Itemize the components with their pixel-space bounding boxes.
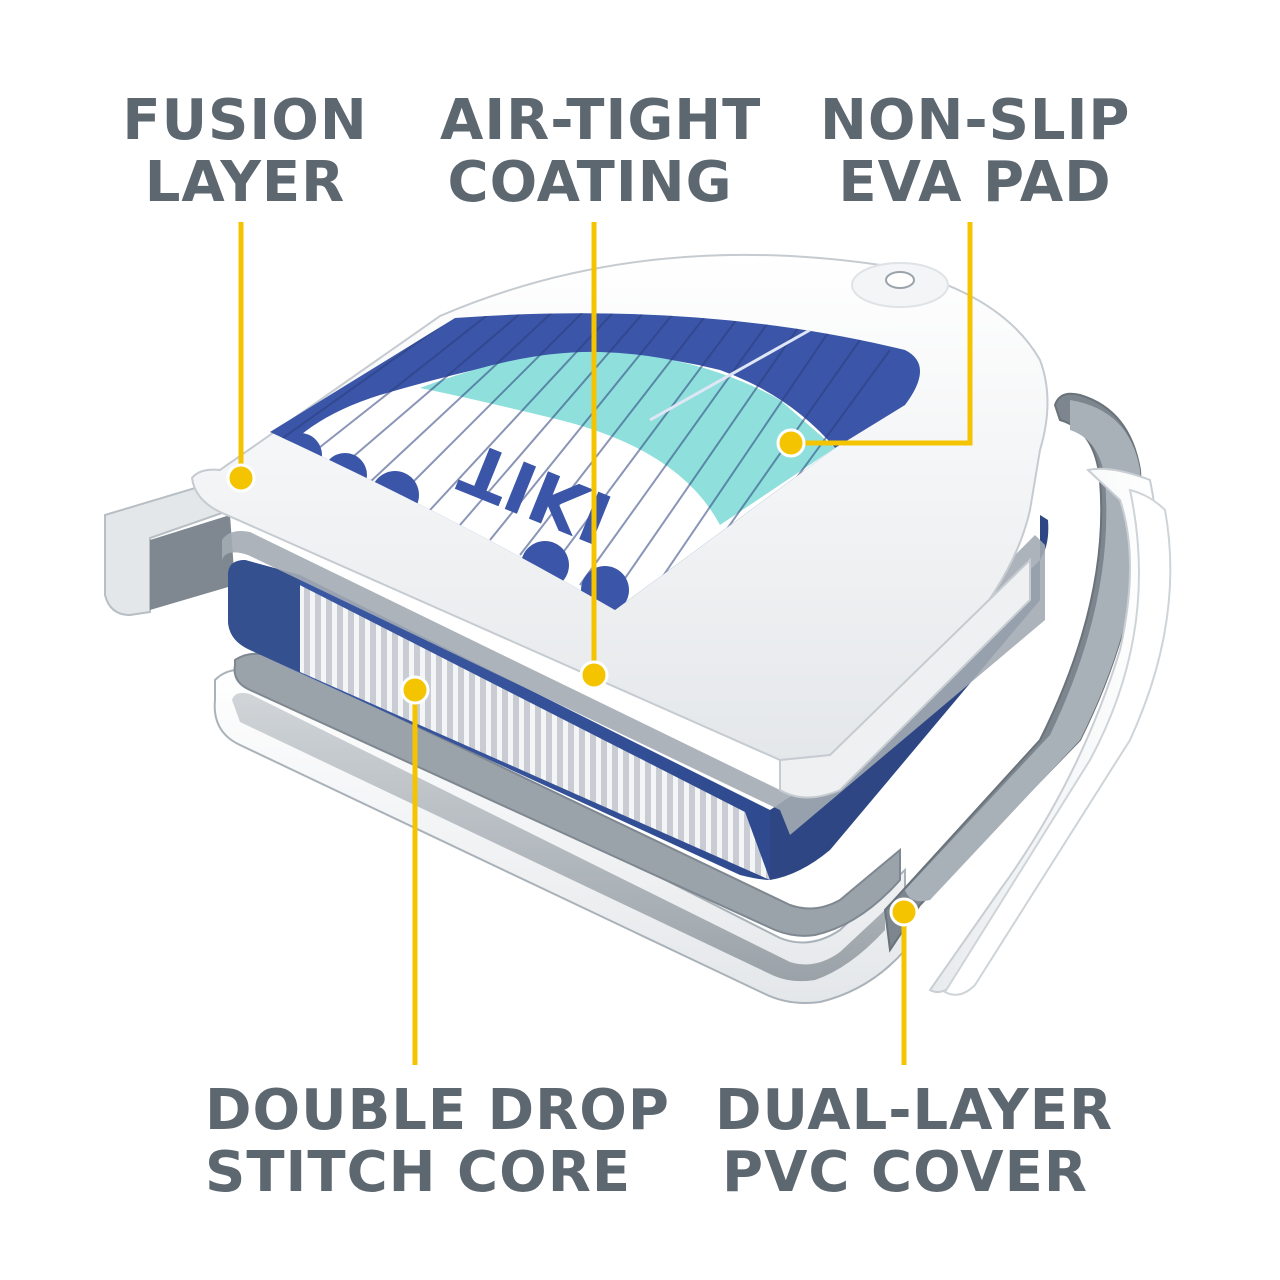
callout-lines — [238, 222, 973, 1065]
label-pvc-cover: DUAL-LAYER PVC COVER — [715, 1078, 1114, 1205]
label-air-line2: COATING — [447, 150, 733, 215]
label-core-line2: STITCH CORE — [205, 1140, 632, 1205]
pvc-cover-dot — [889, 897, 919, 927]
label-core-line1: DOUBLE DROP — [205, 1078, 670, 1143]
drop-stitch-dot — [400, 675, 430, 705]
label-fusion-line1: FUSION — [122, 88, 368, 153]
label-fusion-layer: FUSION LAYER — [110, 90, 380, 214]
fusion-layer-dot — [226, 463, 256, 493]
callout-dots — [226, 428, 919, 927]
valve-icon — [851, 262, 949, 308]
label-pvc-line1: DUAL-LAYER — [715, 1078, 1114, 1143]
label-fusion-line2: LAYER — [144, 150, 346, 215]
label-eva-line2: EVA PAD — [838, 150, 1112, 215]
label-eva-pad: NON-SLIP EVA PAD — [820, 90, 1130, 214]
right-pvc-rail — [883, 392, 1172, 996]
label-air-line1: AIR-TIGHT — [440, 88, 762, 153]
left-pvc-flap — [104, 486, 249, 617]
label-eva-line1: NON-SLIP — [820, 88, 1131, 153]
eva-pad-dot — [776, 428, 806, 458]
label-pvc-line2: PVC COVER — [722, 1140, 1088, 1205]
air-tight-dot — [579, 660, 609, 690]
label-drop-stitch-core: DOUBLE DROP STITCH CORE — [205, 1078, 670, 1205]
label-air-tight-coating: AIR-TIGHT COATING — [440, 88, 762, 215]
